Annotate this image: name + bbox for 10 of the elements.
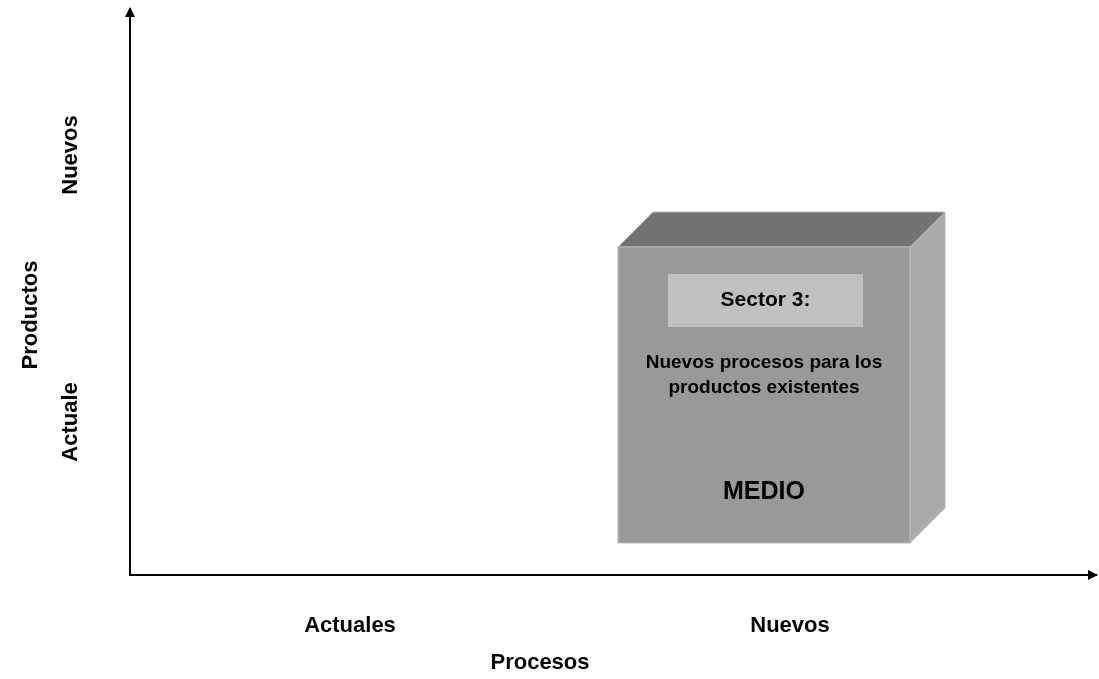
level-label: MEDIO xyxy=(722,475,806,505)
axis-tick-label: Actuale xyxy=(57,382,83,462)
axis-title: Productos xyxy=(17,260,43,370)
sector-title: Sector 3: xyxy=(719,287,812,311)
sector-label-box xyxy=(668,274,863,327)
sector-description: Nuevos procesos para los productos existentes xyxy=(644,350,884,399)
axis-tick-label: Nuevos xyxy=(57,115,83,195)
axis-tick-label: Actuales xyxy=(304,612,396,638)
axis-title: Procesos xyxy=(490,649,590,675)
axis-tick-label: Nuevos xyxy=(750,612,830,638)
